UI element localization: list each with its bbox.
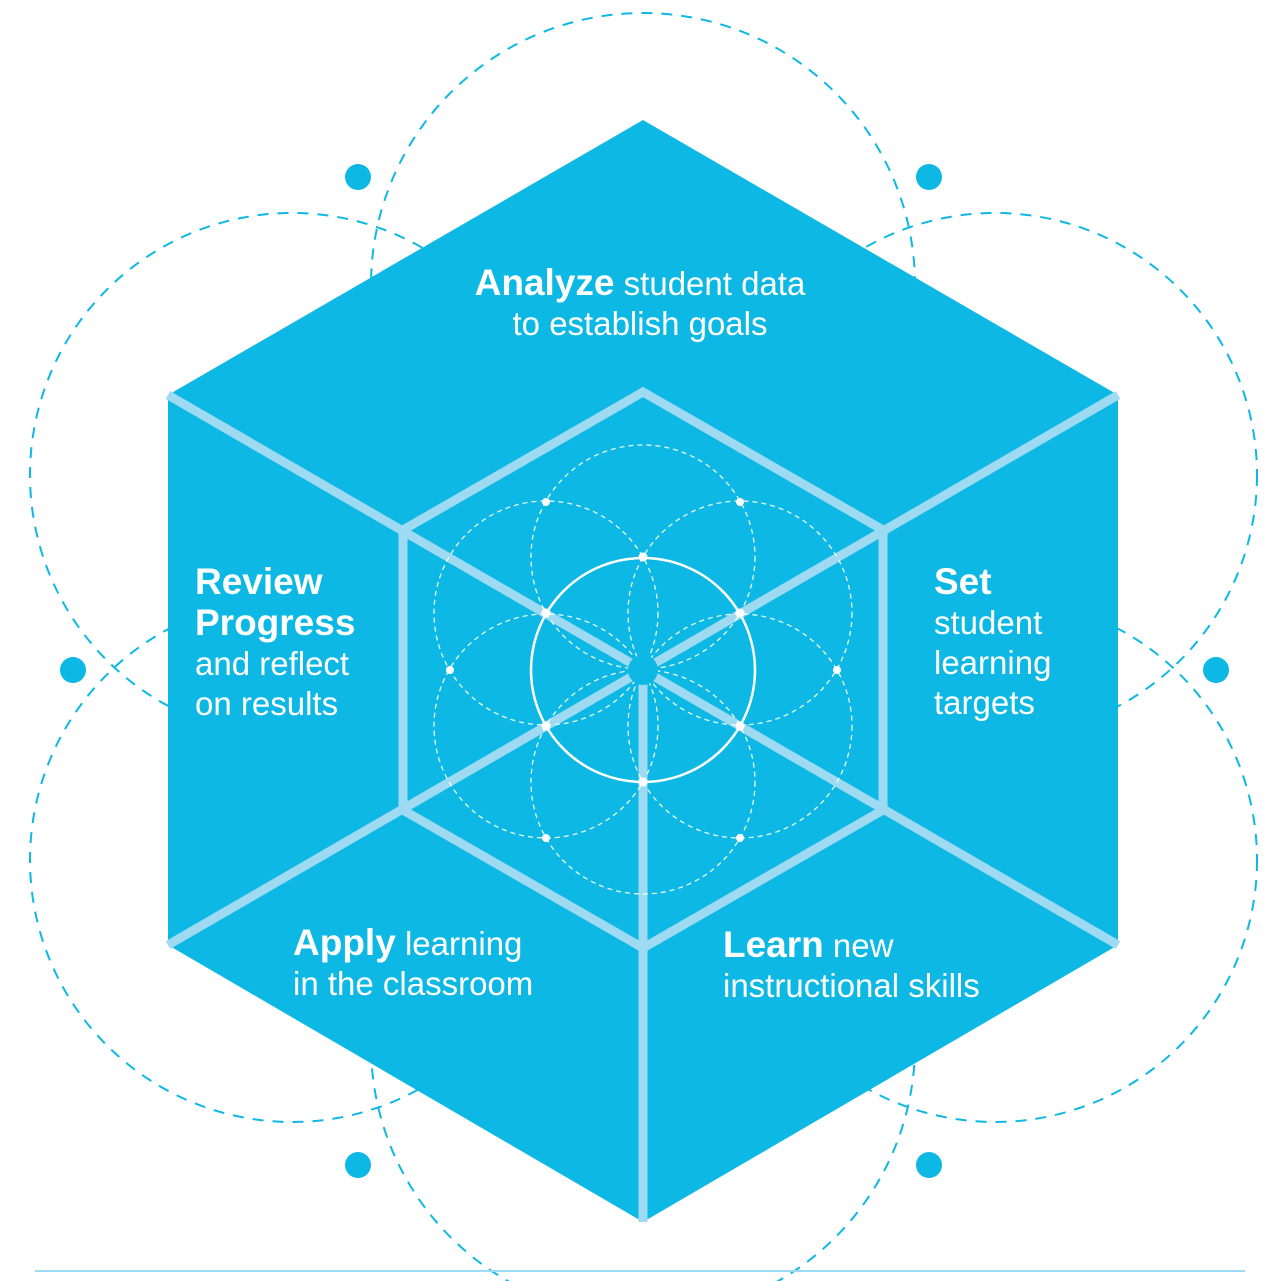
segment-learn: Learn new instructional skills xyxy=(723,925,980,1006)
analyze-text-2: to establish goals xyxy=(512,305,768,342)
segment-analyze: Analyze student data to establish goals xyxy=(440,263,840,344)
node-bottom-left xyxy=(345,1152,371,1178)
review-title-1: Review xyxy=(195,561,323,602)
inner-hexagon xyxy=(398,386,888,954)
node-top-left xyxy=(345,164,371,190)
set-text-2: learning xyxy=(934,644,1052,681)
segment-set: Set student learning targets xyxy=(934,562,1051,723)
flower-of-life-icon xyxy=(433,444,853,895)
review-text-2: on results xyxy=(195,685,339,722)
set-title: Set xyxy=(934,561,992,602)
learn-text-2: instructional skills xyxy=(723,967,980,1004)
set-text-3: targets xyxy=(934,684,1035,721)
node-left xyxy=(60,657,86,683)
segment-review: Review Progress and reflect on results xyxy=(195,562,355,724)
node-top-right xyxy=(916,164,942,190)
apply-text-2: in the classroom xyxy=(293,965,534,1002)
apply-text-1: learning xyxy=(395,925,523,962)
center-node xyxy=(628,655,658,685)
node-right xyxy=(1203,657,1229,683)
set-text-1: student xyxy=(934,604,1043,641)
segment-dividers xyxy=(165,386,1121,1222)
review-text-1: and reflect xyxy=(195,645,350,682)
learn-title: Learn xyxy=(723,924,824,965)
segment-apply: Apply learning in the classroom xyxy=(293,923,533,1004)
analyze-title: Analyze xyxy=(474,262,615,303)
learn-text-1: new xyxy=(823,927,894,964)
analyze-text-1: student data xyxy=(614,265,806,302)
apply-title: Apply xyxy=(293,922,396,963)
outer-nodes xyxy=(60,164,1229,1178)
node-bottom-right xyxy=(916,1152,942,1178)
review-title-2: Progress xyxy=(195,602,356,643)
